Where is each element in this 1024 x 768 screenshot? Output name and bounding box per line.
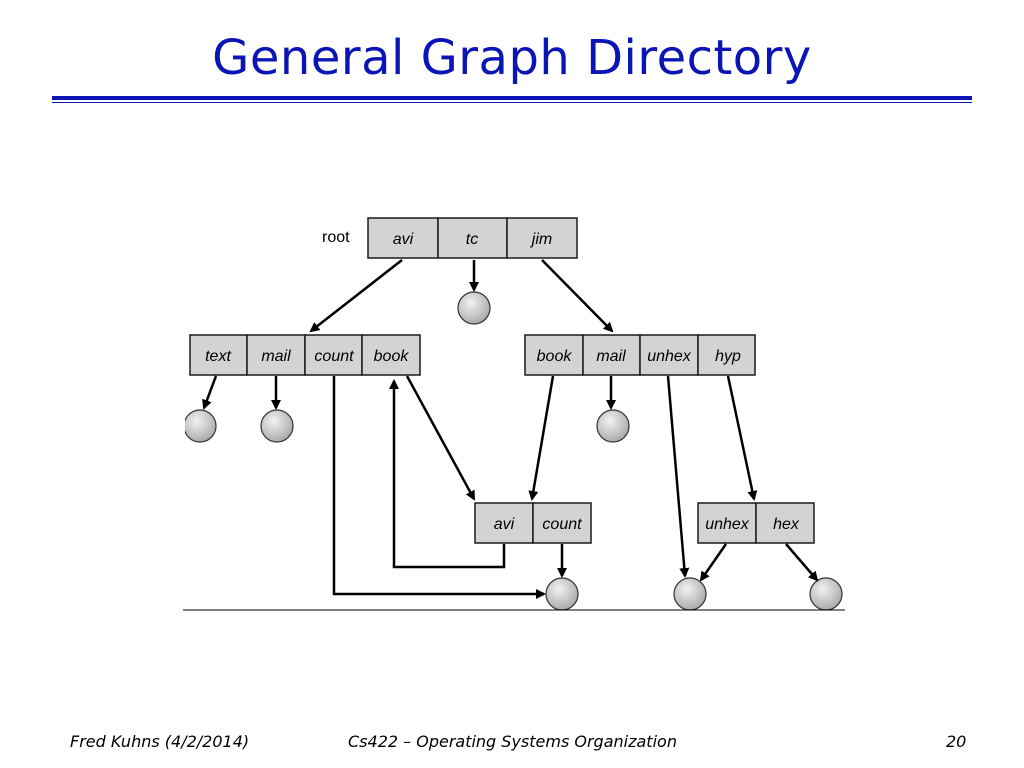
root-entry-tc: tc: [466, 231, 478, 248]
title-underline: [52, 96, 972, 100]
edge-text-to-file: [202, 375, 218, 410]
edge-hyp-hex-to-file: [785, 543, 819, 582]
file-node-unhex: [673, 577, 707, 611]
jim-entry-mail: mail: [596, 348, 626, 365]
edge-jim-unhex-to-file: [666, 375, 690, 578]
shared-cell-count: [532, 502, 592, 544]
hyp-cell-unhex: [697, 502, 757, 544]
root-cell-jim: [506, 217, 578, 259]
footer-author: Fred Kuhns (4/2/2014): [70, 732, 250, 751]
root-cell-avi: [367, 217, 439, 259]
root-label: root: [322, 229, 350, 246]
edge-jim-book-to-shared-dir: [528, 375, 555, 501]
avi-directory: text mail count book: [189, 334, 421, 376]
jim-directory: book mail unhex hyp: [524, 334, 756, 376]
edge-book-to-shared-dir: [405, 375, 476, 501]
jim-entry-book: book: [537, 348, 573, 365]
file-node-jim-mail: [596, 409, 630, 443]
root-entry-avi: avi: [393, 231, 414, 248]
avi-entry-mail: mail: [261, 348, 291, 365]
file-node-text: [185, 409, 217, 443]
footer-course: Cs422 – Operating Systems Organization: [348, 732, 677, 751]
jim-cell-hyp: [697, 334, 756, 376]
avi-entry-text: text: [205, 348, 231, 365]
hyp-cell-hex: [755, 502, 815, 544]
jim-cell-book: [524, 334, 584, 376]
file-node-count: [545, 577, 579, 611]
shared-directory: avi count: [474, 502, 592, 544]
shared-entry-avi: avi: [494, 516, 515, 533]
edge-root-to-avi-dir: [309, 259, 403, 333]
avi-entry-count: count: [314, 348, 354, 365]
file-nodes: [185, 291, 843, 611]
hyp-entry-hex: hex: [773, 516, 800, 533]
title-underline-thin: [52, 102, 972, 103]
hyp-directory: unhex hex: [697, 502, 815, 544]
page-number: 20: [946, 732, 967, 751]
jim-entry-unhex: unhex: [647, 348, 692, 365]
graph-edges: [202, 259, 819, 599]
file-node-hex: [809, 577, 843, 611]
hyp-entry-unhex: unhex: [705, 516, 750, 533]
edge-shared-avi-to-avi-book: [389, 379, 506, 569]
jim-cell-mail: [582, 334, 641, 376]
root-entry-jim: jim: [530, 231, 552, 248]
file-node-mail: [260, 409, 294, 443]
edge-count-to-file: [332, 376, 546, 599]
shared-cell-avi: [474, 502, 534, 544]
avi-entry-book: book: [374, 348, 410, 365]
jim-cell-unhex: [639, 334, 699, 376]
edge-root-to-jim-dir: [541, 259, 614, 333]
slide-title: General Graph Directory: [212, 30, 812, 86]
avi-cell-book: [361, 334, 421, 376]
jim-entry-hyp: hyp: [715, 348, 741, 365]
edge-hyp-unhex-to-file: [699, 543, 728, 582]
shared-entry-count: count: [542, 516, 582, 533]
root-directory: avi tc jim: [367, 217, 578, 259]
root-cell-tc: [437, 217, 508, 259]
edge-hyp-to-hyp-dir: [726, 375, 758, 501]
file-node-tc: [457, 291, 491, 325]
